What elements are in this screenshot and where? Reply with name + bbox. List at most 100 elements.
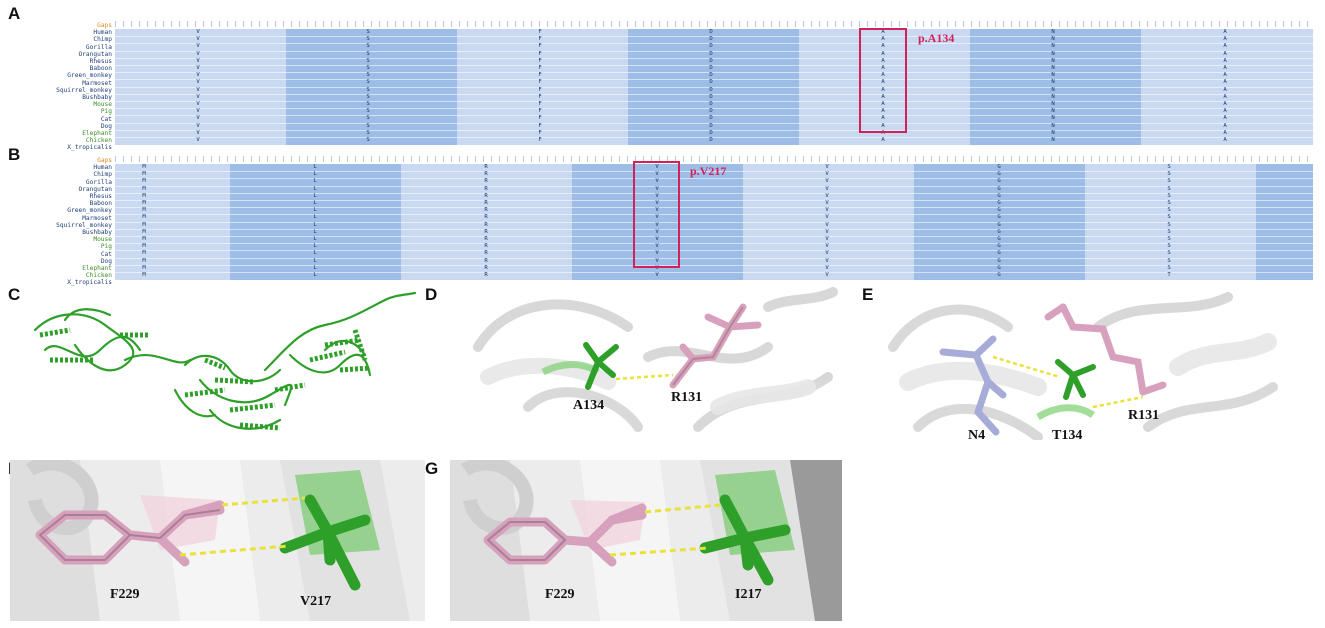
position-tick: [547, 156, 548, 162]
row-divider: [115, 50, 1313, 52]
position-tick: [435, 156, 436, 162]
position-tick: [803, 21, 804, 27]
position-tick: [627, 21, 628, 27]
species-name: Chicken: [85, 272, 112, 280]
position-tick: [467, 156, 468, 162]
position-tick: [867, 21, 868, 27]
species-name: Baboon: [89, 65, 112, 73]
position-tick: [875, 156, 876, 162]
position-tick: [283, 156, 284, 162]
position-tick: [787, 21, 788, 27]
position-tick: [1083, 21, 1084, 27]
position-tick: [963, 21, 964, 27]
position-tick: [907, 21, 908, 27]
species-name: Pig: [100, 243, 112, 251]
position-tick: [667, 156, 668, 162]
panel-label-c: C: [8, 285, 21, 304]
position-tick: [795, 21, 796, 27]
position-tick: [483, 156, 484, 162]
position-tick: [811, 21, 812, 27]
position-tick: [1139, 21, 1140, 27]
position-tick: [387, 21, 388, 27]
position-tick: [483, 21, 484, 27]
species-name: Rhesus: [89, 58, 112, 66]
position-tick: [419, 156, 420, 162]
position-tick: [979, 21, 980, 27]
row-divider: [115, 57, 1313, 59]
position-tick: [843, 156, 844, 162]
position-tick: [939, 21, 940, 27]
position-tick: [915, 21, 916, 27]
position-tick: [227, 156, 228, 162]
row-divider: [115, 36, 1313, 38]
species-name: Squirrel_monkey: [56, 221, 112, 229]
position-tick: [515, 156, 516, 162]
position-tick: [1251, 156, 1252, 162]
position-tick: [331, 21, 332, 27]
position-tick: [387, 156, 388, 162]
position-tick: [643, 156, 644, 162]
position-tick: [395, 156, 396, 162]
position-tick: [547, 21, 548, 27]
position-tick: [995, 21, 996, 27]
position-tick: [1035, 156, 1036, 162]
species-name: Gorilla: [85, 178, 112, 186]
position-tick: [803, 156, 804, 162]
position-tick: [1131, 156, 1132, 162]
position-tick: [643, 21, 644, 27]
position-tick: [1027, 156, 1028, 162]
position-tick: [843, 21, 844, 27]
position-tick: [1011, 156, 1012, 162]
row-divider: [115, 101, 1313, 102]
position-tick: [1027, 21, 1028, 27]
position-tick: [163, 21, 164, 27]
species-name: Pig: [100, 108, 112, 116]
position-tick: [443, 156, 444, 162]
position-tick: [355, 156, 356, 162]
position-tick: [883, 21, 884, 27]
position-tick: [1307, 21, 1308, 27]
position-tick: [947, 156, 948, 162]
position-tick: [731, 21, 732, 27]
position-tick: [179, 156, 180, 162]
position-tick: [307, 156, 308, 162]
position-tick: [595, 156, 596, 162]
position-tick: [587, 156, 588, 162]
position-tick: [787, 156, 788, 162]
row-divider: [115, 192, 1313, 194]
position-tick: [475, 21, 476, 27]
position-tick: [1163, 156, 1164, 162]
position-tick: [579, 21, 580, 27]
position-tick: [219, 21, 220, 27]
position-tick: [771, 21, 772, 27]
position-tick: [315, 21, 316, 27]
position-tick: [619, 21, 620, 27]
position-tick: [299, 156, 300, 162]
position-tick: [1171, 21, 1172, 27]
species-name: Human: [93, 164, 112, 172]
species-name: X_tropicalis: [67, 279, 112, 287]
position-tick: [915, 156, 916, 162]
position-tick: [1147, 21, 1148, 27]
position-tick: [515, 21, 516, 27]
row-divider: [115, 115, 1313, 117]
row-divider: [115, 214, 1313, 216]
position-tick: [131, 21, 132, 27]
row-divider: [115, 228, 1313, 230]
position-tick: [891, 21, 892, 27]
position-tick: [523, 156, 524, 162]
position-tick: [115, 156, 116, 162]
species-name: Orangutan: [78, 50, 112, 58]
position-tick: [1267, 156, 1268, 162]
species-name: Elephant: [82, 130, 112, 138]
position-tick: [611, 156, 612, 162]
position-tick: [739, 21, 740, 27]
position-tick: [715, 21, 716, 27]
position-tick: [827, 156, 828, 162]
position-tick: [195, 21, 196, 27]
position-tick: [1075, 21, 1076, 27]
residue-label: F229: [110, 587, 140, 602]
